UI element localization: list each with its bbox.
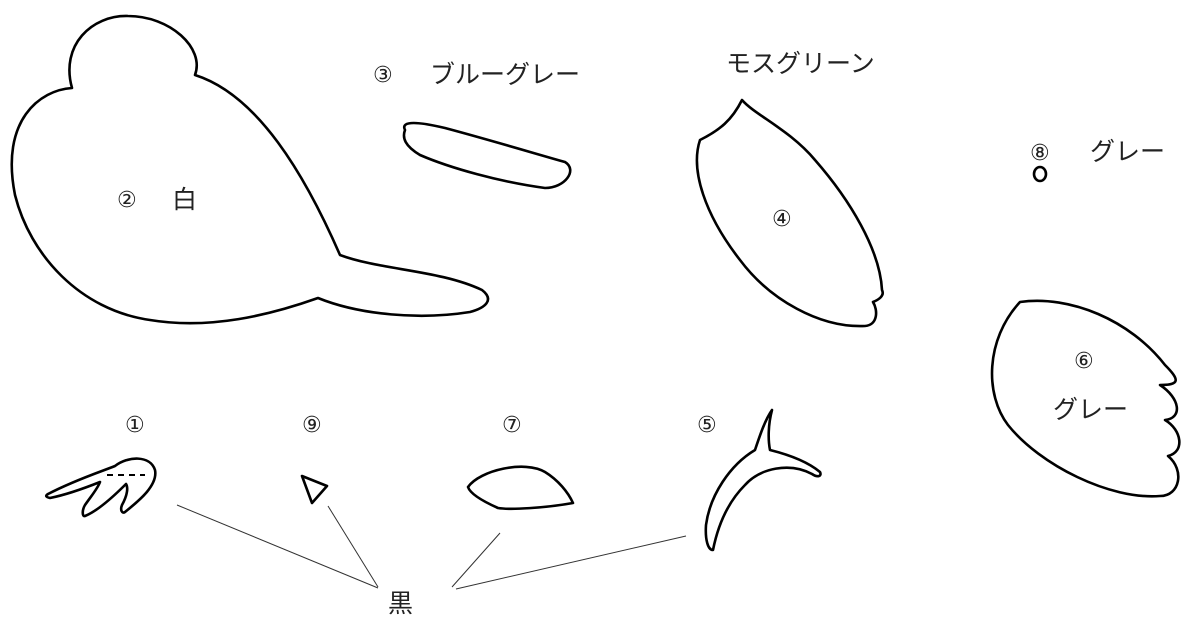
label-num-1: ①: [125, 413, 145, 438]
label-num-7: ⑦: [502, 413, 522, 438]
piece-6-wing: [990, 299, 1181, 498]
piece-5-crest: [704, 408, 822, 552]
label-moss-green: モスグリーン: [726, 49, 875, 78]
piece-4-wing: [695, 98, 884, 328]
piece-3-strip: [402, 121, 572, 190]
label-blue-gray: ブルーグレー: [430, 60, 580, 89]
label-gray-6: グレー: [1053, 395, 1128, 424]
pointer-line-9: [327, 505, 379, 588]
pointer-line-7: [451, 532, 501, 588]
label-num-4: ④: [772, 207, 792, 232]
label-num-8: ⑧: [1030, 141, 1050, 166]
label-num-3: ③: [373, 63, 393, 88]
piece-7-eye: [466, 465, 575, 511]
label-num-6: ⑥: [1074, 349, 1094, 374]
label-num-9: ⑨: [302, 413, 322, 438]
piece-8-circle: [1032, 165, 1048, 183]
label-white: 白: [172, 185, 197, 214]
pointer-line-5: [455, 535, 687, 590]
pointer-line-1: [176, 504, 379, 589]
label-black: 黒: [388, 589, 413, 618]
label-num-5: ⑤: [697, 413, 717, 438]
label-gray-8: グレー: [1090, 137, 1165, 166]
piece-2-body: [10, 14, 490, 325]
label-num-2: ②: [117, 188, 137, 213]
piece-9-beak: [300, 474, 329, 505]
piece-1-foot: [44, 457, 157, 518]
